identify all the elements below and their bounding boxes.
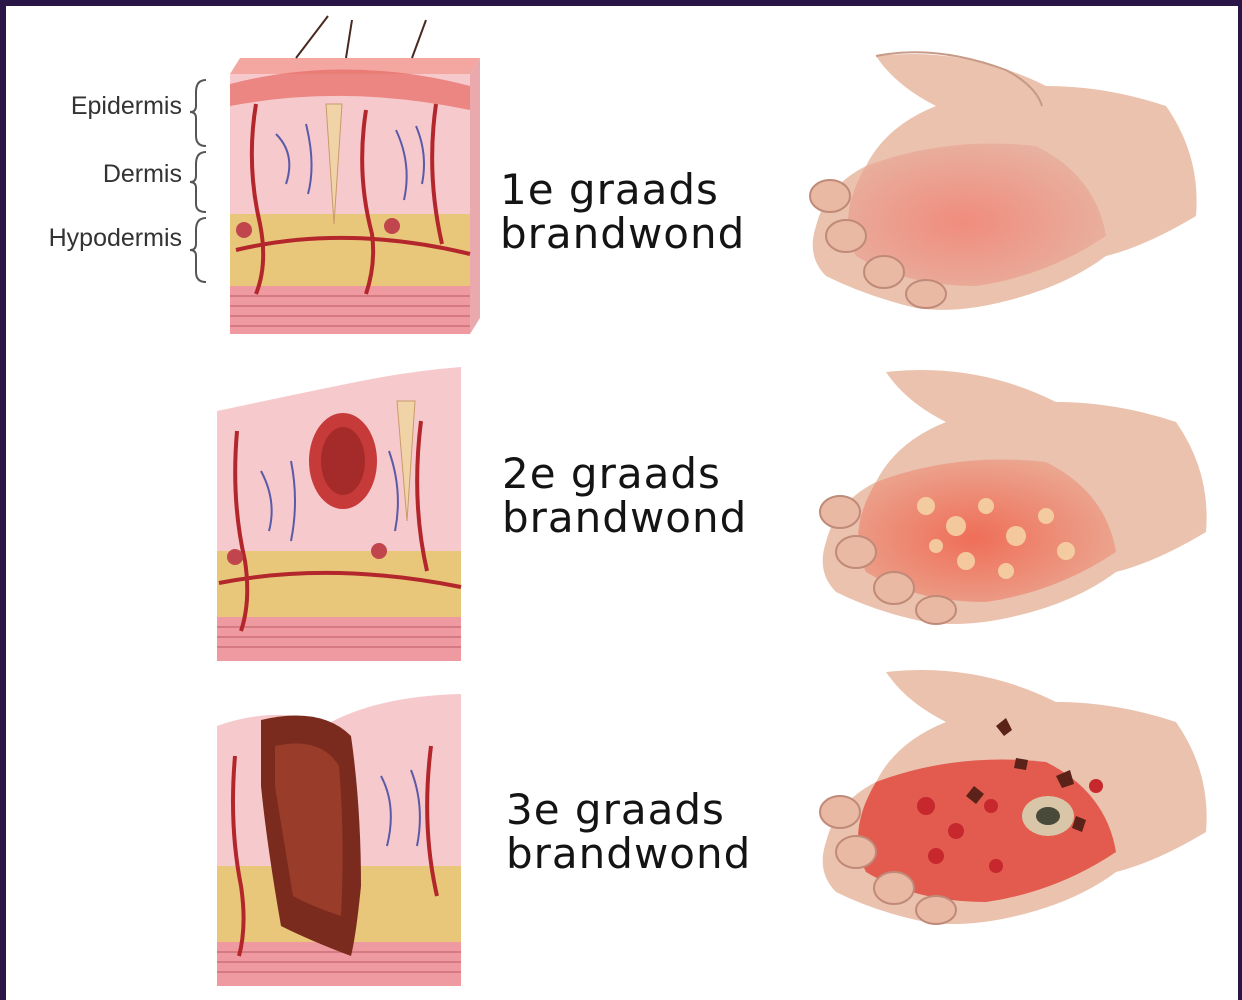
hand-second-degree [816,366,1216,631]
hand-third-degree [816,666,1216,936]
caption-first-degree: 1e graads brandwond [500,168,745,256]
caption-first-degree-line2: brandwond [500,212,745,256]
caption-first-degree-line1: 1e graads [500,168,745,212]
caption-third-degree: 3e graads brandwond [506,788,751,876]
burn-degrees-diagram: Epidermis Dermis Hypodermis [6,6,1238,1000]
skin-cross-section-first-degree [216,14,491,344]
hand-first-degree [806,46,1206,321]
label-dermis: Dermis [12,160,182,189]
caption-third-degree-line2: brandwond [506,832,751,876]
label-hypodermis: Hypodermis [12,224,182,253]
caption-third-degree-line1: 3e graads [506,788,751,832]
caption-second-degree-line1: 2e graads [502,452,747,496]
caption-second-degree-line2: brandwond [502,496,747,540]
skin-cross-section-second-degree [211,361,486,671]
epidermis-brace [188,76,210,286]
skin-cross-section-third-degree [211,686,486,996]
label-epidermis: Epidermis [12,92,182,121]
caption-second-degree: 2e graads brandwond [502,452,747,540]
